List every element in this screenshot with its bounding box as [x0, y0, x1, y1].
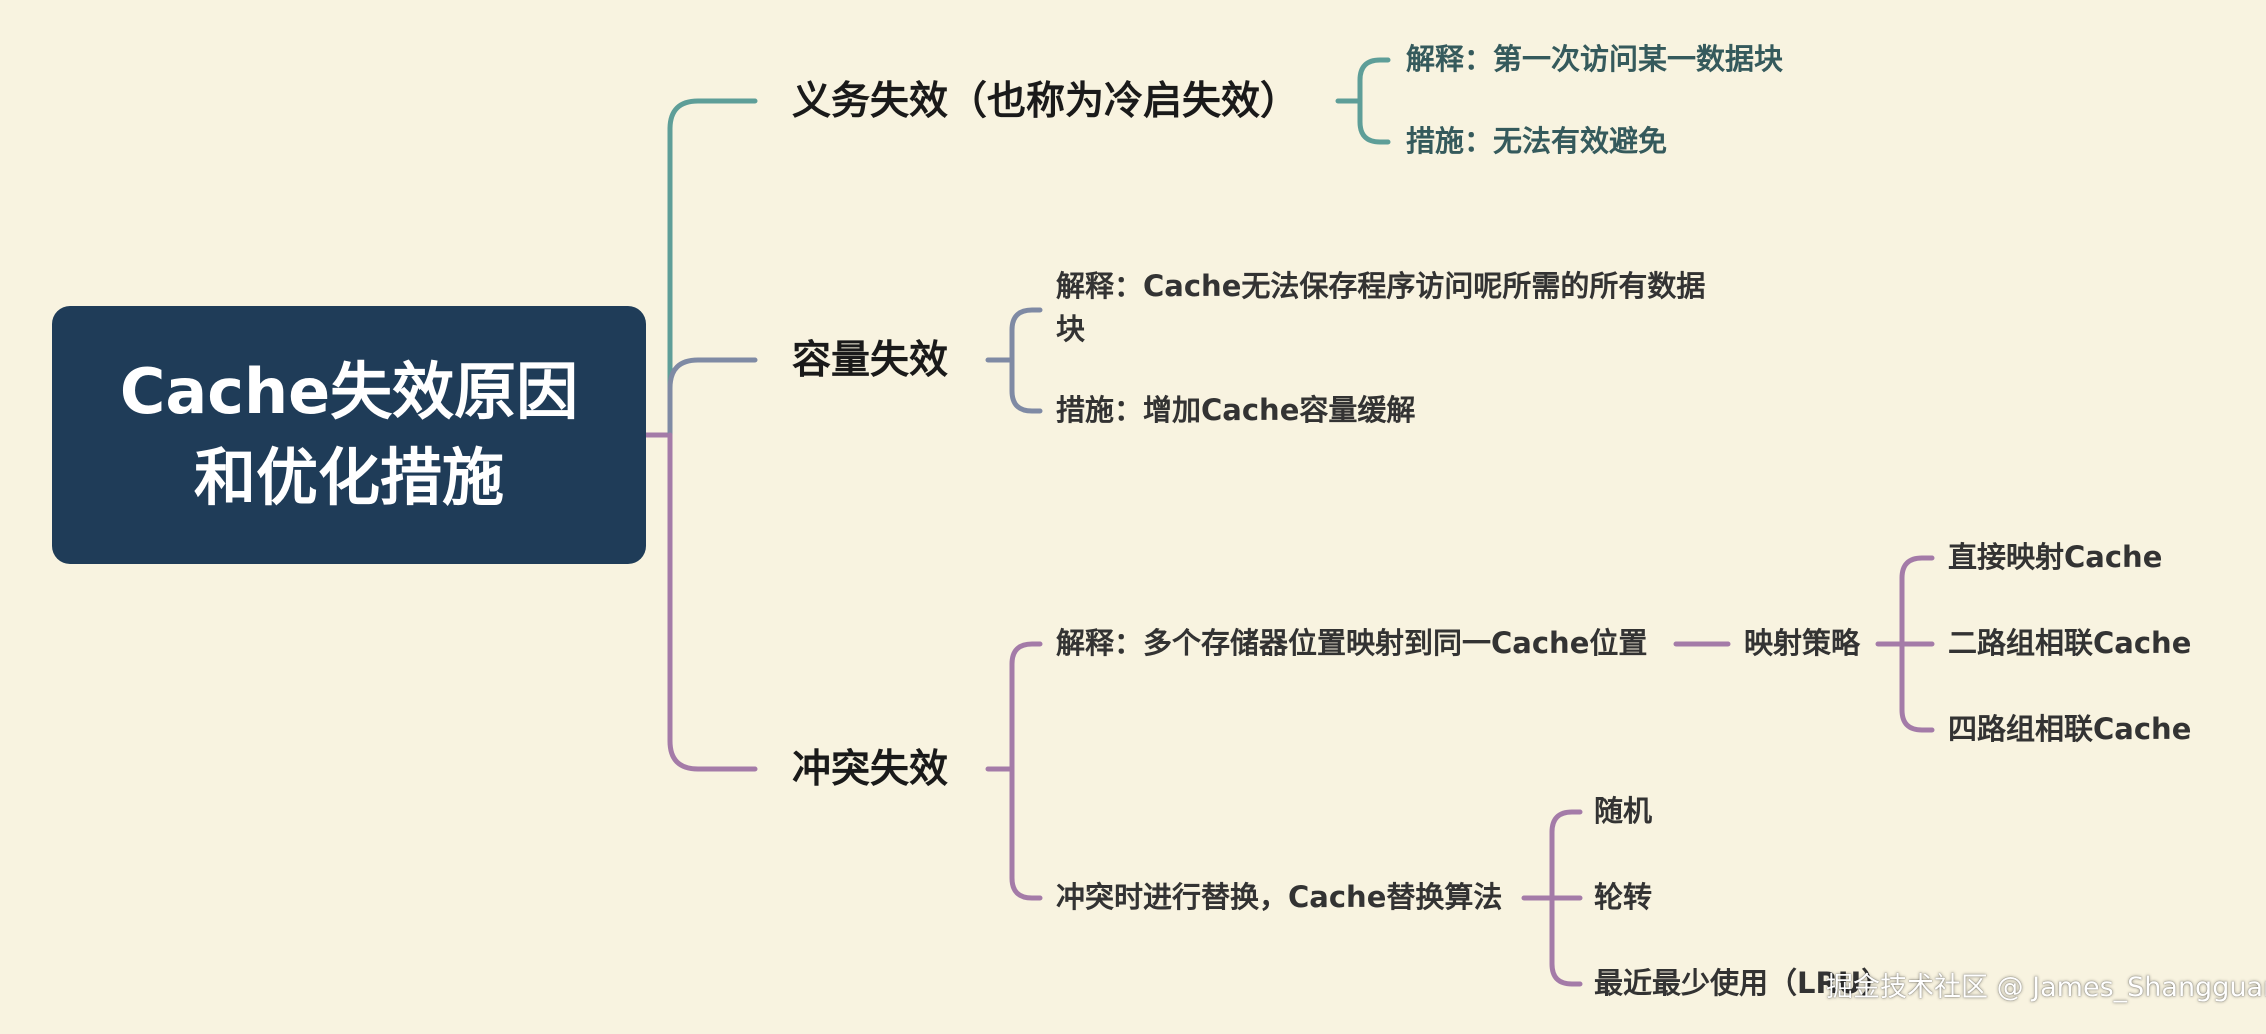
- edge-conflict-children-1: [1009, 766, 1043, 901]
- edge-root-capacity: [667, 357, 758, 438]
- edge-replacement-children-2: [1549, 895, 1583, 987]
- four-way-set-associative-cache: 四路组相联Cache: [1948, 712, 2192, 746]
- capacity-explanation: 解释：Cache无法保存程序访问呢所需的所有数据块: [1056, 269, 1706, 346]
- conflict-replacement: 冲突时进行替换，Cache替换算法: [1056, 880, 1503, 914]
- replacement-round-robin: 轮转: [1594, 880, 1653, 914]
- replacement-random: 随机: [1594, 794, 1653, 828]
- edge-replacement-children-0: [1549, 809, 1583, 901]
- branch-compulsory-miss: 义务失效（也称为冷启失效）: [792, 79, 1300, 124]
- branch-capacity-miss: 容量失效: [792, 338, 949, 383]
- compulsory-explanation: 解释：第一次访问某一数据块: [1406, 42, 1784, 76]
- edge-root-compulsory: [667, 98, 758, 438]
- branch-conflict-miss: 冲突失效: [792, 747, 949, 792]
- edge-strategy-children-0: [1899, 555, 1935, 647]
- conflict-explanation: 解释：多个存储器位置映射到同一Cache位置: [1056, 626, 1648, 660]
- edge-compulsory-children-1: [1357, 98, 1391, 145]
- edge-capacity-children-0: [1009, 307, 1043, 363]
- mapping-strategy: 映射策略: [1744, 626, 1861, 660]
- replacement-lru: 最近最少使用（LRU）: [1594, 966, 1891, 1000]
- watermark: 掘金技术社区 @ James_Shangguan: [1826, 972, 2266, 1003]
- root-title: Cache失效原因和优化措施: [119, 355, 579, 514]
- root-node: Cache失效原因和优化措施: [52, 306, 646, 564]
- compulsory-measure: 措施：无法有效避免: [1406, 124, 1668, 158]
- edge-compulsory-children-0: [1357, 57, 1391, 104]
- capacity-measure: 措施：增加Cache容量缓解: [1056, 393, 1416, 427]
- two-way-set-associative-cache: 二路组相联Cache: [1948, 626, 2192, 660]
- edge-root-conflict: [667, 432, 758, 772]
- edge-strategy-children-2: [1899, 641, 1935, 733]
- direct-mapped-cache: 直接映射Cache: [1948, 540, 2163, 574]
- edge-conflict-children-0: [1009, 641, 1043, 772]
- edge-capacity-children-1: [1009, 357, 1043, 414]
